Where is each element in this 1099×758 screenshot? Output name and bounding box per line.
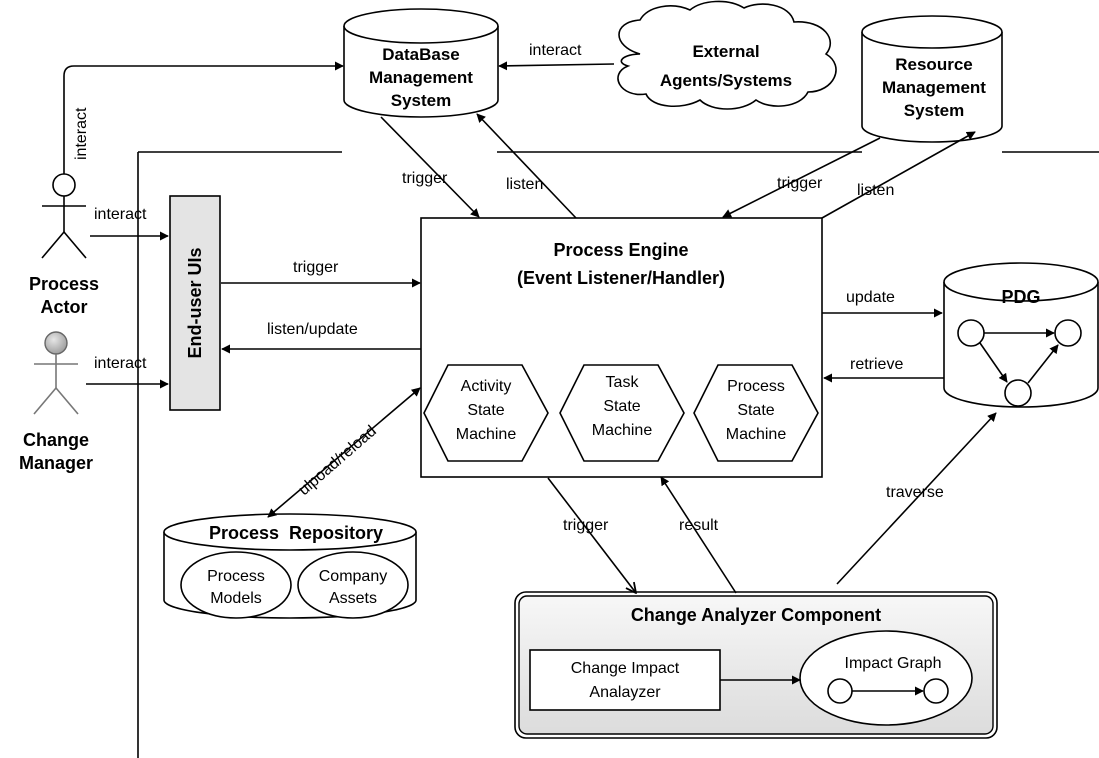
change-analyzer-title: Change Analyzer Component [631,605,881,625]
db-trigger-label: trigger [402,170,448,187]
impact-analyzer-label-1: Change Impact [571,660,680,677]
process-sm-label-1: Process [727,378,785,395]
process-engine-title-2: (Event Listener/Handler) [517,268,725,288]
dbms-label-2: Management [369,68,473,87]
result-label: result [679,517,719,534]
manager-ui-label: interact [94,355,147,372]
ui-listen-update-label: listen/update [267,321,358,338]
db-listen-label: listen [506,176,543,193]
process-models: Process Models [180,551,292,619]
external-label-2: Agents/Systems [660,71,792,90]
traverse-label: traverse [886,484,944,501]
rms-listen-label: listen [857,182,894,199]
task-sm-label-3: Machine [592,422,653,439]
rms-label-3: System [904,101,964,120]
process-actor-label-2: Actor [40,297,87,317]
upload-reload-arrow [267,387,421,518]
impact-analyzer-label-2: Analayzer [589,684,661,701]
activity-sm-label-2: State [467,402,504,419]
process-actor-label-1: Process [29,274,99,294]
rms-trigger-arrow [722,137,881,218]
rms-trigger-label: trigger [777,175,823,192]
db-trigger-arrow [380,116,480,218]
dbms-cylinder: DataBase Management System [343,8,499,118]
company-assets-label-2: Assets [329,590,377,607]
change-manager-label-1: Change [23,430,89,450]
change-impact-analyzer: Change Impact Analayzer [529,649,721,711]
pdg-cylinder: PDG [943,262,1099,408]
process-sm-label-3: Machine [726,426,787,443]
pdg-title: PDG [1001,287,1040,307]
change-manager-label-2: Manager [19,453,93,473]
pdg-retrieve-label: retrieve [850,356,903,373]
dbms-label-3: System [391,91,451,110]
process-engine: Process Engine (Event Listener/Handler) … [420,217,823,478]
repository-title: Process Repository [209,523,383,543]
process-repository: Process Repository Process Models Compan… [163,513,417,619]
process-models-label-1: Process [207,568,265,585]
end-user-uis: End-user UIs [169,195,221,411]
actor-head [52,173,76,197]
task-state-machine: Task State Machine [559,364,685,462]
ext-db-label: interact [529,42,582,59]
task-sm-label-2: State [603,398,640,415]
activity-sm-label-3: Machine [456,426,517,443]
ca-trigger-arrow [547,477,636,593]
end-user-uis-label: End-user UIs [185,247,205,358]
pdg-edge [979,342,1008,383]
external-agents-cloud: External Agents/Systems [617,0,837,110]
process-engine-title-1: Process Engine [553,240,688,260]
task-sm-label-1: Task [606,374,640,391]
ca-trigger-label: trigger [563,517,609,534]
actor-db-label: interact [73,107,90,160]
pdg-graph [957,319,1082,407]
ext-db-arrow [498,61,615,71]
change-analyzer-component: Change Analyzer Component Change Impact … [514,591,998,739]
impact-graph: Impact Graph [799,630,973,726]
db-listen-arrow [476,113,577,219]
change-manager-actor: Change Manager [19,331,93,473]
manager-head [44,331,68,355]
pdg-edge [1027,344,1059,384]
process-models-label-2: Models [210,590,262,607]
external-label-1: External [692,42,759,61]
dbms-label-1: DataBase [382,45,460,64]
result-arrow [660,476,737,594]
rms-label-1: Resource [895,55,972,74]
activity-state-machine: Activity State Machine [423,364,549,462]
pdg-node [957,319,985,347]
rms-label-2: Management [882,78,986,97]
impact-graph-node [923,678,949,704]
ui-trigger-label: trigger [293,259,339,276]
pdg-update-label: update [846,289,895,306]
actor-ui-label: interact [94,206,147,223]
company-assets-label-1: Company [319,568,387,585]
impact-graph-label: Impact Graph [845,655,942,672]
activity-sm-label-1: Activity [461,378,512,395]
system-boundary [137,151,1099,758]
pdg-node [1054,319,1082,347]
upload-reload-label: ulpoad/reload [295,423,379,499]
rms-cylinder: Resource Management System [861,15,1003,143]
process-actor: Process Actor [29,173,99,317]
actor-db-arrow [63,61,344,174]
process-state-machine: Process State Machine [693,364,819,462]
process-sm-label-2: State [737,402,774,419]
pdg-node [1004,379,1032,407]
traverse-arrow [836,412,997,585]
company-assets: Company Assets [297,551,409,619]
rms-listen-arrow [821,131,976,219]
impact-graph-node [827,678,853,704]
